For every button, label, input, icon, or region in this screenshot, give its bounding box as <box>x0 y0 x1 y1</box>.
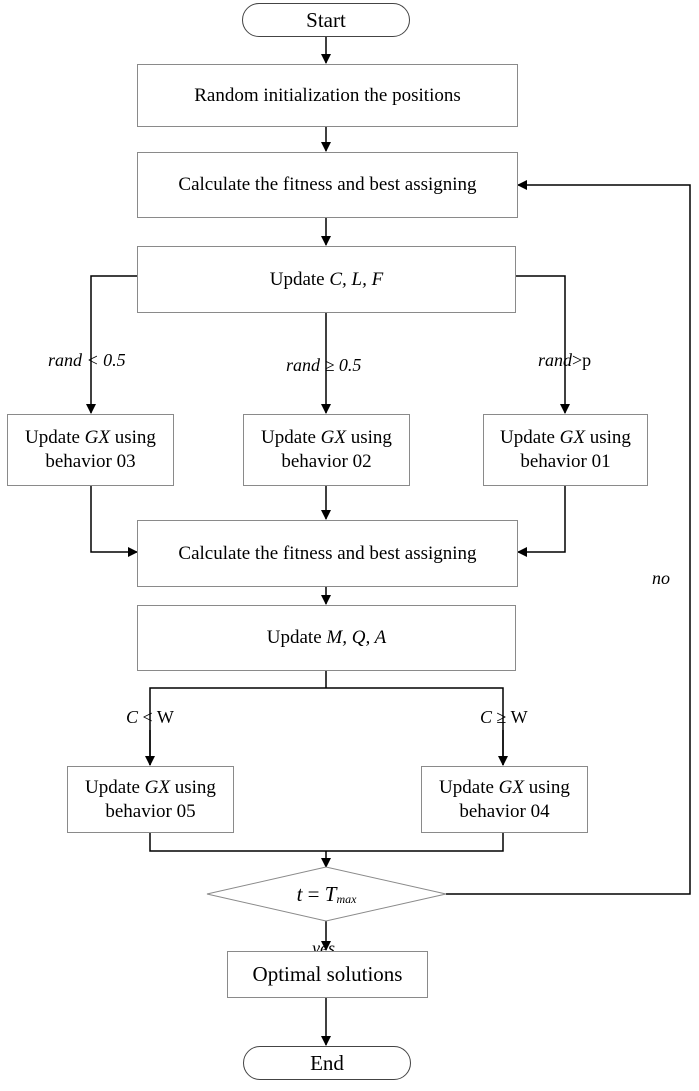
fitness-box-2: Calculate the fitness and best assigning <box>137 520 518 587</box>
branch-label-c-lt-w: C < W <box>126 707 174 727</box>
fitness-box-1: Calculate the fitness and best assigning <box>137 152 518 218</box>
init-box: Random initialization the positions <box>137 64 518 127</box>
merge-left-line <box>90 486 138 557</box>
decision-diamond <box>206 866 447 922</box>
fitness-label-2: Calculate the fitness and best assigning <box>178 542 477 564</box>
end-label: End <box>310 1050 344 1075</box>
update-mqa-label: Update M, Q, A <box>266 627 387 649</box>
start-node: Start <box>242 3 410 37</box>
end-node: End <box>243 1046 411 1080</box>
split-bottom-line <box>149 687 504 765</box>
merge-right-line <box>517 486 566 557</box>
update-clf-label: Update C, L, F <box>269 268 384 290</box>
branch-label-right: rand>p <box>538 350 592 370</box>
update-mqa-box: Update M, Q, A <box>137 605 516 671</box>
optimal-label: Optimal solutions <box>252 962 403 987</box>
no-loop-line <box>446 180 691 895</box>
optimal-box: Optimal solutions <box>227 951 428 998</box>
no-label: no <box>652 566 670 591</box>
branch-left-line <box>86 275 137 414</box>
branch-label-c-ge-w: C ≥ W <box>480 707 528 727</box>
fitness-label-1: Calculate the fitness and best assigning <box>178 174 477 196</box>
branch-label-left: rand < 0.5 <box>48 350 126 370</box>
join-bottom-line <box>149 833 504 852</box>
init-label: Random initialization the positions <box>194 84 461 106</box>
branch-label-mid: rand ≥ 0.5 <box>286 355 362 375</box>
update-clf-box: Update C, L, F <box>137 246 516 313</box>
branch-right-line <box>516 275 570 414</box>
start-label: Start <box>306 7 346 32</box>
